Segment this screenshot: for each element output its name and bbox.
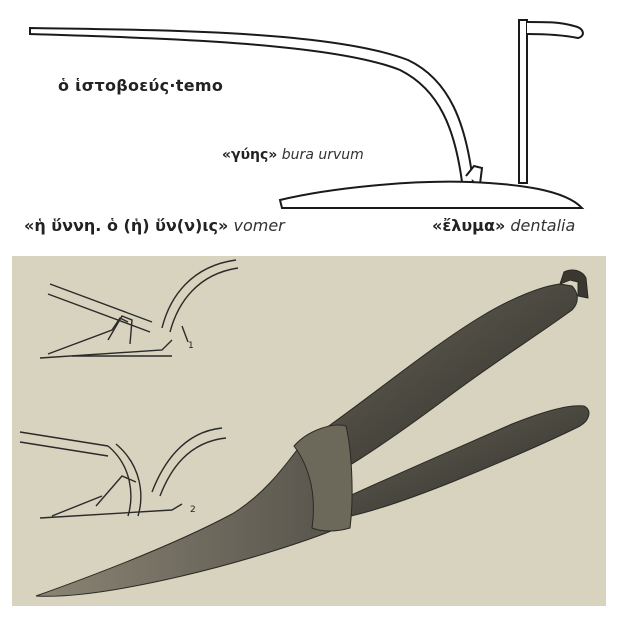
sketch-upper-number: 1 xyxy=(188,341,194,351)
photo-drawing: 1 2 xyxy=(12,256,606,606)
sketch-lower-number: 2 xyxy=(190,505,196,515)
beam-label: ὁ ἱστοβοεύς·temo xyxy=(58,76,223,95)
sole-label-greek: «ἔλυμα» xyxy=(432,216,505,235)
handle-post xyxy=(519,20,527,183)
sole-label: «ἔλυμα» dentalia xyxy=(432,216,575,235)
beam-label-latin: temo xyxy=(176,76,223,95)
share-label-greek: «ἡ ὕννη. ὁ (ἡ) ὕν(ν)ις» xyxy=(24,216,228,235)
beam-label-greek: ὁ ἱστοβοεύς xyxy=(58,76,169,95)
share-label-latin: vomer xyxy=(233,216,284,235)
sole-body xyxy=(280,182,582,208)
handle-grip xyxy=(527,22,583,38)
plough-diagram: ὁ ἱστοβοεύς·temo «γύης» bura urvum «ἡ ὕν… xyxy=(0,0,618,255)
stilt-label-greek: «γύης» xyxy=(222,147,277,163)
share-label: «ἡ ὕννη. ὁ (ἡ) ὕν(ν)ις» vomer xyxy=(24,216,285,235)
sketch-upper xyxy=(40,260,238,358)
stilt-label: «γύης» bura urvum xyxy=(222,147,364,163)
sole-label-latin: dentalia xyxy=(510,216,575,235)
ploughshare-photo: 1 2 xyxy=(12,256,606,606)
stilt-label-latin: bura urvum xyxy=(282,147,364,163)
